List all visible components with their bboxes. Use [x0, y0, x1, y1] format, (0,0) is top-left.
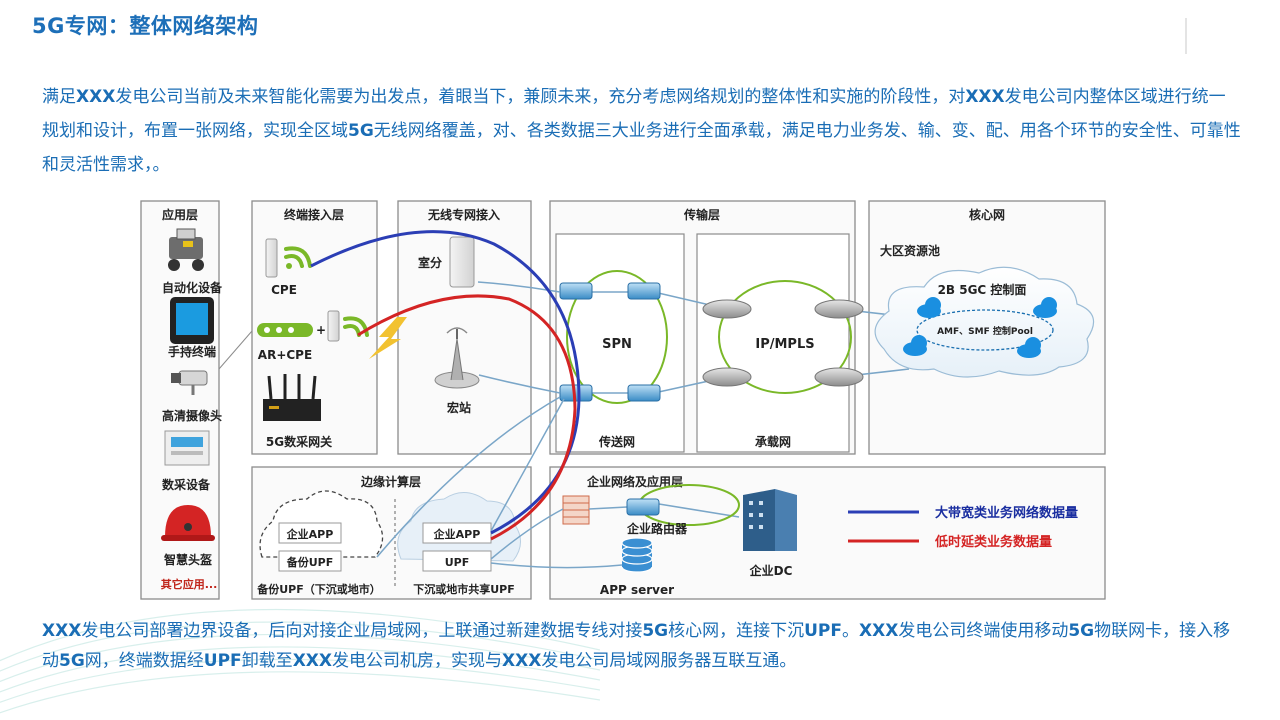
background-swirl-decoration	[0, 608, 600, 714]
cloud-node-icon	[917, 297, 941, 318]
ip-router-icon	[702, 367, 752, 387]
wireless-layer-title: 无线专网接入	[427, 207, 500, 222]
spn-ring	[566, 270, 668, 404]
cloud-node-icon	[1033, 297, 1057, 318]
terminal-layer-title: 终端接入层	[284, 207, 344, 222]
resource-pool-label: 大区资源池	[880, 243, 940, 258]
firewall-icon	[562, 495, 590, 525]
page-title: 5G专网：整体网络架构	[32, 14, 259, 38]
spn-router-icon	[627, 384, 661, 402]
ipmpls-label: IP/MPLS	[755, 337, 814, 352]
handheld-terminal-icon	[170, 297, 214, 344]
app-layer-title: 应用层	[162, 207, 198, 222]
app-item-more: 其它应用...	[161, 577, 218, 591]
enterprise-dc-label: 企业DC	[749, 563, 793, 578]
svg-text:+: +	[316, 323, 326, 337]
cloud-node-icon	[1017, 337, 1041, 358]
indoor-label: 室分	[418, 255, 442, 270]
cpe-label: CPE	[271, 283, 297, 297]
upf-label: UPF	[445, 556, 470, 569]
ip-router-icon	[814, 299, 864, 319]
wifi-signal-icon	[284, 246, 312, 269]
macro-label: 宏站	[447, 400, 471, 415]
app-server-icon	[621, 537, 653, 573]
ip-router-icon	[702, 299, 752, 319]
intro-paragraph: 满足XXX发电公司当前及未来智能化需要为出发点，着眼当下，兼顾未来，充分考虑网络…	[42, 87, 1241, 175]
spn-router-icon	[559, 282, 593, 300]
edge-app-box	[278, 522, 342, 544]
transport-net-label: 传送网	[598, 434, 635, 449]
ipmpls-ring	[718, 280, 852, 394]
cloud-node-icon	[903, 335, 927, 356]
app-server-label: APP server	[600, 583, 674, 597]
5g-gateway-icon	[263, 374, 321, 421]
app-item-handheld: 手持终端	[168, 344, 216, 359]
indoor-antenna-icon	[449, 236, 475, 288]
camera-icon	[171, 370, 208, 395]
bearer-net-label: 承载网	[755, 434, 791, 449]
app-item-automation: 自动化设备	[162, 280, 223, 295]
enterprise-router-icon	[626, 498, 660, 516]
app-item-collector: 数采设备	[162, 477, 211, 492]
ar-cpe-device-icon	[327, 310, 340, 342]
edge-app-label: 企业APP	[433, 527, 481, 541]
enterprise-router-label: 企业路由器	[626, 521, 688, 536]
summary-paragraph: XXX发电公司部署边界设备，后向对接企业局域网，上联通过新建数据专线对接5G核心…	[42, 621, 1231, 671]
legend-latency-label: 低时延类业务数据量	[934, 534, 1052, 550]
gateway-label: 5G数采网关	[266, 434, 332, 449]
amf-pool-label: AMF、SMF 控制Pool	[937, 325, 1033, 337]
app-item-helmet: 智慧头盔	[163, 552, 212, 567]
backup-upf-label: 备份UPF	[286, 555, 334, 569]
transport-layer-title: 传输层	[683, 207, 720, 222]
ar-device-icon	[257, 323, 313, 337]
robot-icon	[168, 228, 204, 271]
header-divider	[1185, 18, 1187, 54]
bearer-net-subpanel	[696, 233, 850, 453]
ar-cpe-label: AR+CPE	[258, 348, 312, 362]
smart-helmet-icon	[161, 505, 215, 541]
low-latency-traffic-path	[357, 294, 577, 541]
shared-upf-caption: 下沉或地市共享UPF	[413, 582, 515, 596]
backup-upf-box	[278, 550, 342, 572]
control-plane-label: 2B 5GC 控制面	[938, 282, 1027, 297]
upf-box	[422, 550, 492, 572]
enterprise-layer-title: 企业网络及应用层	[586, 474, 683, 489]
legend-broadband-label: 大带宽类业务网络数据量	[935, 505, 1078, 521]
cpe-device-icon	[265, 238, 278, 278]
edge-layer-title: 边缘计算层	[360, 474, 421, 489]
network-architecture-diagram: 应用层 终端接入层 无线专网接入 传输层 核心网 边缘计算层 企业网络及应用层 …	[139, 199, 1111, 601]
spn-label: SPN	[602, 337, 632, 352]
amf-pool-ring	[916, 309, 1054, 351]
enterprise-layer-panel	[549, 466, 1106, 600]
lightning-icon	[369, 317, 407, 359]
data-collector-icon	[164, 430, 210, 466]
datacenter-icon	[743, 489, 797, 551]
core-network-title: 核心网	[969, 207, 1005, 222]
backup-upf-caption: 备份UPF（下沉或地市）	[256, 582, 381, 596]
app-item-camera: 高清摄像头	[162, 408, 222, 423]
edge-app-label: 企业APP	[286, 527, 334, 541]
spn-router-icon	[627, 282, 661, 300]
ip-router-icon	[814, 367, 864, 387]
macro-station-icon	[434, 327, 480, 389]
